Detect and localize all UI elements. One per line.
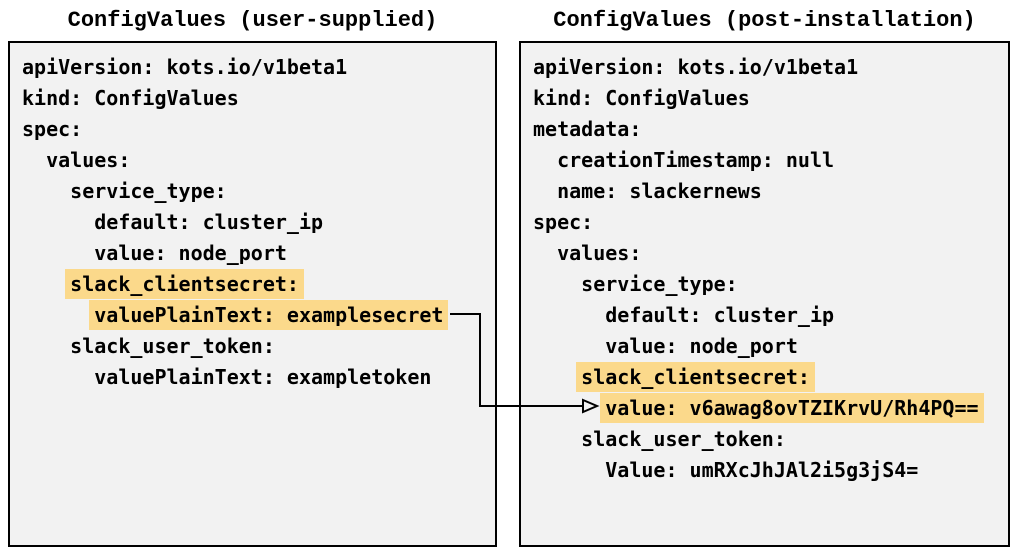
code-line: service_type: (22, 179, 227, 203)
code-line: value: node_port (22, 241, 287, 265)
highlighted-text: valuePlainText: examplesecret (89, 300, 449, 330)
code-line: value: node_port (533, 334, 798, 358)
code-box-user-supplied: apiVersion: kots.io/v1beta1 kind: ConfigV… (8, 41, 497, 547)
code-line-highlighted: slack_clientsecret: (533, 362, 1008, 393)
code-line: default: cluster_ip (533, 303, 835, 327)
code-line: name: slackernews (533, 179, 762, 203)
code-line: kind: ConfigValues (533, 86, 750, 110)
highlighted-text: slack_clientsecret: (65, 269, 304, 299)
panel-post-installation: ConfigValues (post-installation) apiVers… (519, 8, 1010, 547)
code-line: kind: ConfigValues (22, 86, 239, 110)
highlighted-text: value: v6awag8ovTZIKrvU/Rh4PQ== (600, 393, 984, 423)
code-lines-user-supplied: apiVersion: kots.io/v1beta1 kind: ConfigV… (10, 43, 495, 393)
panel-user-supplied: ConfigValues (user-supplied) apiVersion:… (8, 8, 497, 547)
code-lines-post-installation: apiVersion: kots.io/v1beta1 kind: ConfigV… (521, 43, 1008, 486)
code-line: creationTimestamp: null (533, 148, 835, 172)
panel-title-post-installation: ConfigValues (post-installation) (553, 8, 976, 33)
code-line: values: (22, 148, 131, 172)
code-line: default: cluster_ip (22, 210, 324, 234)
highlighted-text: slack_clientsecret: (576, 362, 815, 392)
code-line: apiVersion: kots.io/v1beta1 (533, 55, 859, 79)
code-line: slack_user_token: (22, 334, 275, 358)
code-line-highlighted: valuePlainText: examplesecret (22, 300, 495, 331)
code-line: apiVersion: kots.io/v1beta1 (22, 55, 348, 79)
code-line: spec: (533, 210, 594, 234)
code-line: Value: umRXcJhJAl2i5g3jS4= (533, 458, 919, 482)
code-line: valuePlainText: exampletoken (22, 365, 432, 389)
code-line-highlighted: value: v6awag8ovTZIKrvU/Rh4PQ== (533, 393, 1008, 424)
code-line: spec: (22, 117, 83, 141)
panel-title-user-supplied: ConfigValues (user-supplied) (67, 8, 438, 33)
code-line: slack_user_token: (533, 427, 786, 451)
code-line-highlighted: slack_clientsecret: (22, 269, 495, 300)
code-line: service_type: (533, 272, 738, 296)
code-line: metadata: (533, 117, 642, 141)
code-line: values: (533, 241, 642, 265)
code-box-post-installation: apiVersion: kots.io/v1beta1 kind: ConfigV… (519, 41, 1010, 547)
